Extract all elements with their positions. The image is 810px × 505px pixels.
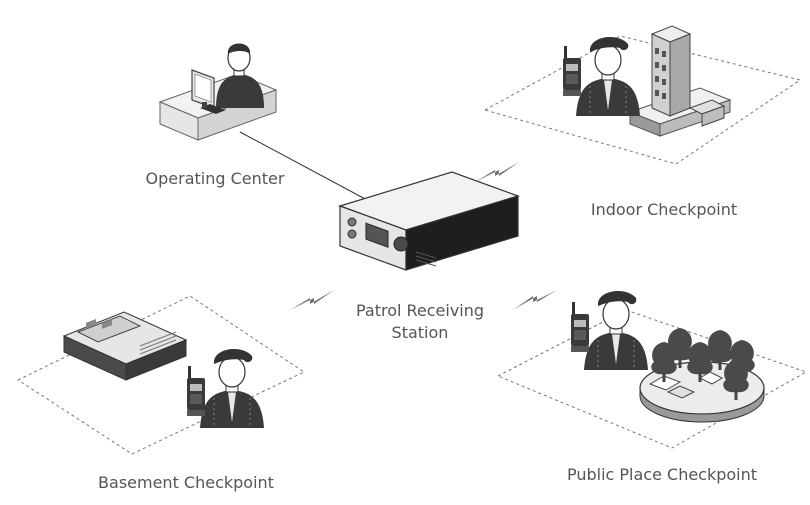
public-place-checkpoint	[496, 290, 808, 449]
station-label-line2: Station	[392, 323, 449, 342]
basement-checkpoint-label: Basement Checkpoint	[98, 473, 274, 492]
public-place-checkpoint-label: Public Place Checkpoint	[567, 465, 757, 484]
wireless-signal-icon	[475, 162, 519, 182]
guard-icon	[199, 348, 265, 429]
building-icon	[628, 25, 732, 137]
wireless-signal-icon	[290, 290, 334, 310]
wireless-signal-icon	[513, 290, 557, 310]
operating-center-label: Operating Center	[146, 169, 285, 188]
park-icon	[639, 328, 765, 423]
wired-connection-line	[239, 131, 383, 209]
indoor-checkpoint-label: Indoor Checkpoint	[591, 200, 737, 219]
checkpoint-zone-border	[16, 295, 306, 455]
guard-icon	[583, 290, 649, 371]
computer-icon	[191, 69, 226, 114]
indoor-checkpoint	[483, 25, 802, 165]
station-label-line1: Patrol Receiving	[356, 301, 484, 320]
checkpoint-zone-border	[483, 35, 802, 165]
radio-icon	[563, 46, 581, 96]
operating-center	[158, 43, 278, 141]
radio-icon	[571, 302, 589, 352]
guard-icon	[575, 36, 641, 117]
operator-icon	[216, 43, 264, 108]
charger-icon	[62, 311, 188, 381]
receiver-station-icon	[338, 171, 520, 271]
radio-icon	[187, 366, 205, 416]
basement-checkpoint	[16, 295, 306, 455]
